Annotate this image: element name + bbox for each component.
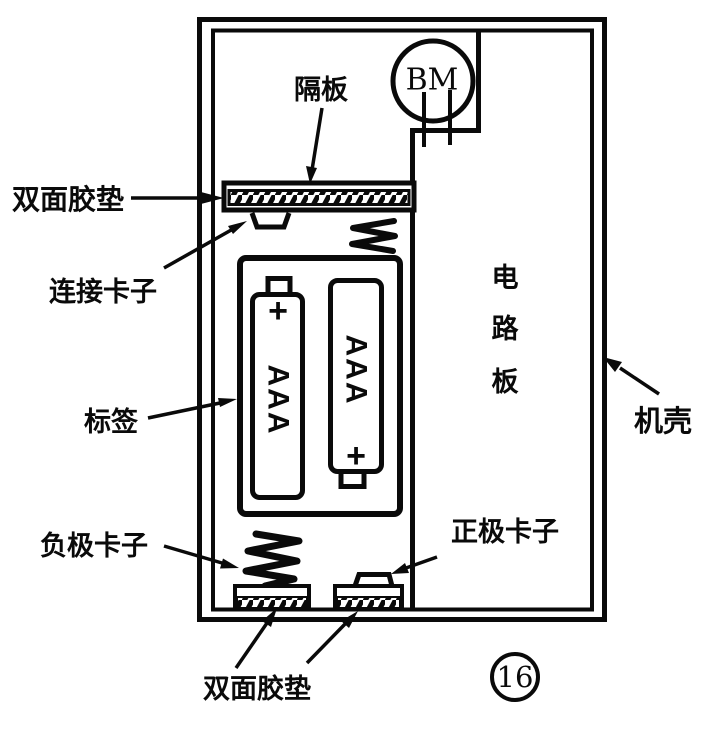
label-partition: 隔板 xyxy=(294,75,348,105)
figure-number-circle xyxy=(490,652,540,702)
lower-spring xyxy=(242,530,303,590)
arrowhead-negative-clip xyxy=(220,558,239,569)
label-adhesive-pad-bottom: 双面胶垫 xyxy=(203,673,311,704)
arrowhead-partition xyxy=(306,166,317,184)
arrowhead-case xyxy=(603,357,622,372)
label-case: 机壳 xyxy=(634,405,692,438)
battery-holder xyxy=(237,255,403,517)
connecting-clip-shape xyxy=(249,212,292,230)
partition-adhesive-hatch xyxy=(227,189,411,206)
adhesive-pad-left-hatch xyxy=(236,596,308,609)
label-connecting-clip: 连接卡子 xyxy=(49,276,157,307)
upper-spring xyxy=(349,218,398,254)
label-negative-clip: 负极卡子 xyxy=(40,531,148,561)
buzzer-label: BM xyxy=(406,63,459,98)
label-circuit-board-char-2: 路 xyxy=(492,313,520,344)
label-circuit-board-char-3: 板 xyxy=(492,367,519,397)
arrowhead-adhesive-pad-bottom-right xyxy=(341,611,358,628)
arrowhead-adhesive-pad-top xyxy=(199,191,224,205)
battery-right-size-text: AAA xyxy=(340,335,373,406)
battery-right-plus-mark: + xyxy=(346,437,366,475)
arrowhead-connecting-clip xyxy=(228,221,247,234)
arrowhead-positive-clip xyxy=(391,563,409,574)
battery-left xyxy=(250,292,305,500)
outer-case-outline xyxy=(197,17,607,622)
circuit-board-edge xyxy=(410,32,481,608)
buzzer-circle xyxy=(390,38,476,124)
leader-case xyxy=(619,366,660,396)
leader-sticker-label xyxy=(147,401,221,420)
figure-number: 16 xyxy=(497,660,534,694)
leader-negative-clip xyxy=(163,544,223,565)
adhesive-pad-right-hatch xyxy=(336,596,401,609)
label-positive-clip: 正极卡子 xyxy=(451,517,559,547)
label-adhesive-pad-top: 双面胶垫 xyxy=(12,183,124,215)
battery-right-terminal xyxy=(338,469,367,489)
leader-connecting-clip xyxy=(163,227,234,270)
leader-adhesive-pad-bottom-left xyxy=(234,622,269,669)
label-circuit-board-char-1: 电 xyxy=(492,263,519,293)
leader-adhesive-pad-bottom-right xyxy=(305,621,348,665)
leader-partition xyxy=(310,107,324,171)
arrowhead-adhesive-pad-bottom-left xyxy=(262,608,277,627)
leader-positive-clip xyxy=(405,555,438,570)
label-sticker: 标签 xyxy=(84,406,139,437)
leader-arrows xyxy=(131,107,660,669)
battery-left-plus-mark: + xyxy=(268,292,288,330)
arrowhead-sticker-label xyxy=(218,398,237,407)
battery-left-size-text: AAA xyxy=(262,365,295,436)
positive-clip-shape xyxy=(352,572,395,587)
